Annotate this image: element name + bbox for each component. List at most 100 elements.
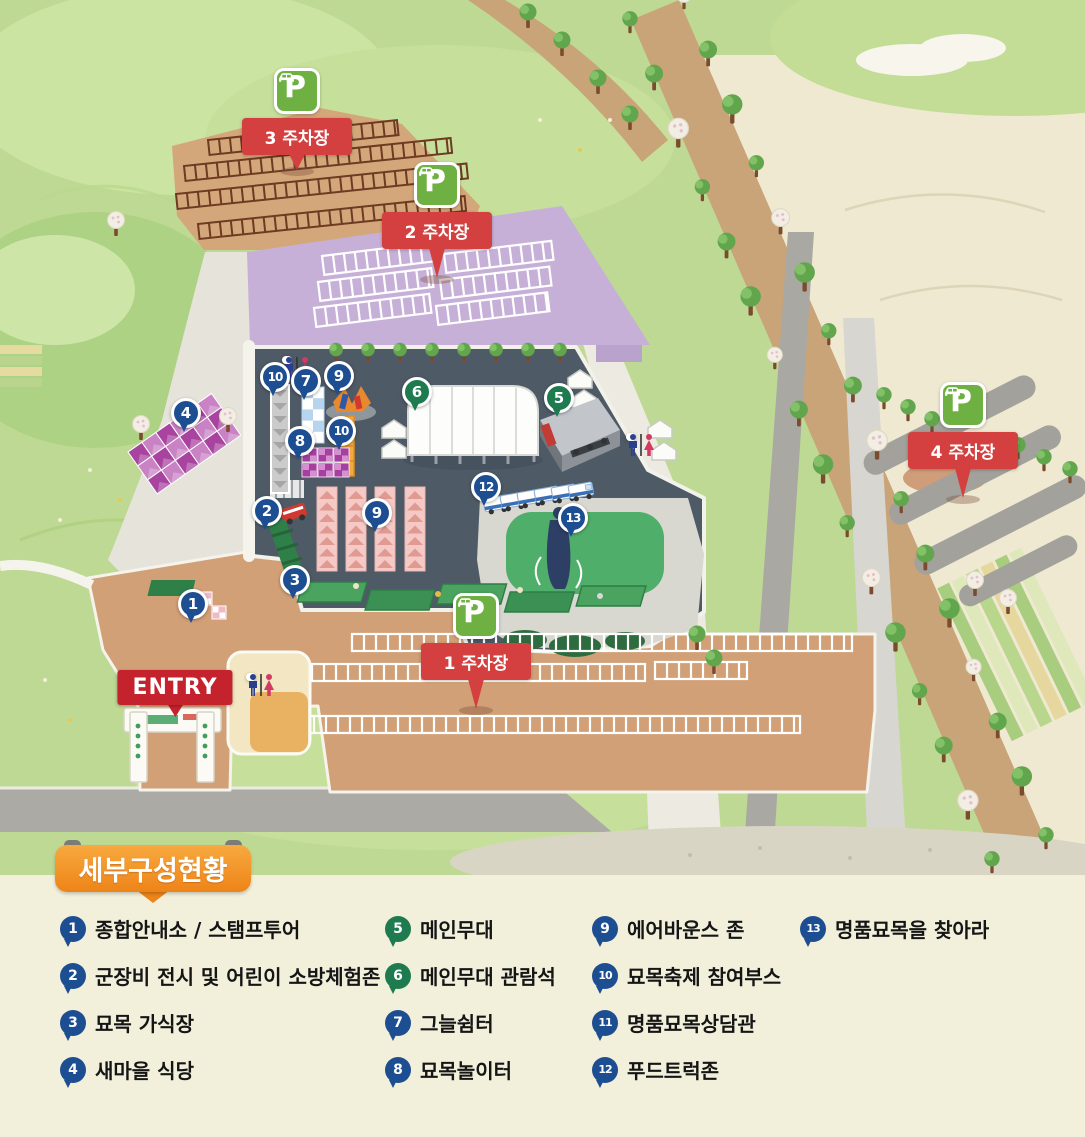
tree-road — [631, 0, 1052, 875]
marker-tail — [479, 496, 489, 511]
green-tree-icon — [988, 712, 1007, 739]
legend-item-label: 묘목놀이터 — [420, 1059, 512, 1083]
green-tree-icon — [790, 400, 808, 427]
blossom-tree-icon — [861, 568, 881, 595]
map-marker-10: 10 — [260, 362, 290, 396]
crop-patch-left — [0, 345, 42, 387]
entry-building — [226, 650, 312, 756]
green-tree-icon — [699, 40, 718, 67]
green-tree-icon — [519, 3, 537, 28]
map-marker-2: 2 — [252, 496, 282, 530]
purple-tent — [333, 462, 350, 478]
restroom-icon — [246, 673, 274, 696]
marker-tail — [288, 589, 298, 604]
blossom-tree-icon — [966, 571, 984, 596]
green-tree-icon — [821, 323, 837, 346]
green-tree-icon — [489, 342, 503, 363]
green-tree-icon — [900, 399, 916, 422]
legend-number-badge: 11 — [592, 1009, 618, 1041]
parking-badge-icon: P — [274, 68, 320, 114]
plaza-lawn — [506, 512, 664, 594]
green-tree-icon — [1011, 766, 1033, 796]
legend-item-label: 메인무대 관람석 — [420, 965, 556, 989]
green-tree-icon — [916, 544, 935, 571]
legend-number-badge: 13 — [800, 915, 826, 947]
legend-item-3: 3 묘목 가식장 — [60, 999, 380, 1046]
legend-item-label: 명품묘목을 찾아라 — [835, 918, 990, 942]
marker-tail — [299, 390, 309, 405]
legend-item-label: 명품묘목상담관 — [627, 1012, 756, 1036]
pink-tent-strip — [404, 486, 426, 572]
green-tree-icon — [457, 342, 471, 363]
green-tree-icon — [717, 232, 736, 259]
green-tree-icon — [393, 342, 407, 363]
marker-number: 10 — [333, 424, 350, 438]
legend-number-badge: 8 — [385, 1056, 411, 1088]
parking1-stall-row — [653, 660, 749, 681]
legend-item-9: 9 에어바운스 존 — [592, 905, 781, 952]
map-marker-5: 5 — [544, 383, 574, 417]
green-tree-icon — [911, 683, 928, 706]
green-tree-icon — [705, 649, 723, 674]
marker-tail — [410, 401, 420, 416]
legend-number-badge: 10 — [592, 962, 618, 994]
blossom-tree-icon — [866, 429, 888, 460]
light-road — [843, 318, 908, 875]
parking2-stall-row — [434, 291, 551, 327]
legend-number-badge: 5 — [385, 915, 411, 947]
marker-number: 3 — [289, 570, 301, 589]
parking2-stall-row — [438, 265, 553, 301]
parking-label: 2 주차장 — [382, 212, 492, 249]
legend-item-label: 에어바운스 존 — [627, 918, 745, 942]
green-tree-icon — [839, 515, 855, 538]
legend-title: 세부구성현황 — [55, 845, 251, 892]
marker-number: 10 — [267, 370, 284, 384]
blossom-tree-icon — [132, 415, 150, 440]
marker-tail — [260, 520, 270, 535]
parking-badge-icon: P — [453, 593, 499, 639]
blossom-tree-icon — [107, 211, 125, 236]
legend-item-label: 군장비 전시 및 어린이 소방체험존 — [95, 965, 381, 989]
marker-tail — [179, 422, 189, 437]
map-marker-3: 3 — [280, 565, 310, 599]
green-tree-icon — [694, 179, 711, 202]
legend-number-badge: 12 — [592, 1056, 618, 1088]
legend-item-label: 묘목 가식장 — [95, 1012, 194, 1036]
legend-number-badge: 1 — [60, 915, 86, 947]
pink-tent-strip — [316, 486, 338, 572]
marker-number: 2 — [261, 501, 273, 520]
legend-item-11: 11 명품묘목상담관 — [592, 999, 781, 1046]
map-marker-9: 9 — [324, 361, 354, 395]
legend-item-label: 종합안내소 / 스탬프투어 — [95, 918, 301, 942]
green-tree-icon — [924, 411, 940, 434]
green-tree-icon — [844, 376, 862, 403]
legend-item-1: 1 종합안내소 / 스탬프투어 — [60, 905, 380, 952]
legend-number-badge: 9 — [592, 915, 618, 947]
blossom-tree-icon — [667, 117, 690, 148]
legend-number-badge: 4 — [60, 1056, 86, 1088]
green-tree-icon — [361, 342, 375, 363]
food-truck-icon — [567, 481, 595, 502]
blossom-tree-icon — [999, 589, 1017, 614]
marker-number: 9 — [371, 503, 383, 522]
entry-sign: ENTRY — [117, 670, 233, 725]
pink-tent-strip — [345, 486, 367, 572]
restroom-icon — [626, 433, 654, 456]
map-marker-12: 12 — [471, 472, 501, 506]
purple-tent — [333, 447, 350, 463]
map-marker-4: 4 — [171, 398, 201, 432]
marker-number: 6 — [411, 382, 423, 401]
green-tree-icon — [622, 11, 638, 34]
legend-number-badge: 3 — [60, 1009, 86, 1041]
marker-tail — [552, 407, 562, 422]
blossom-tree-icon — [766, 346, 783, 370]
